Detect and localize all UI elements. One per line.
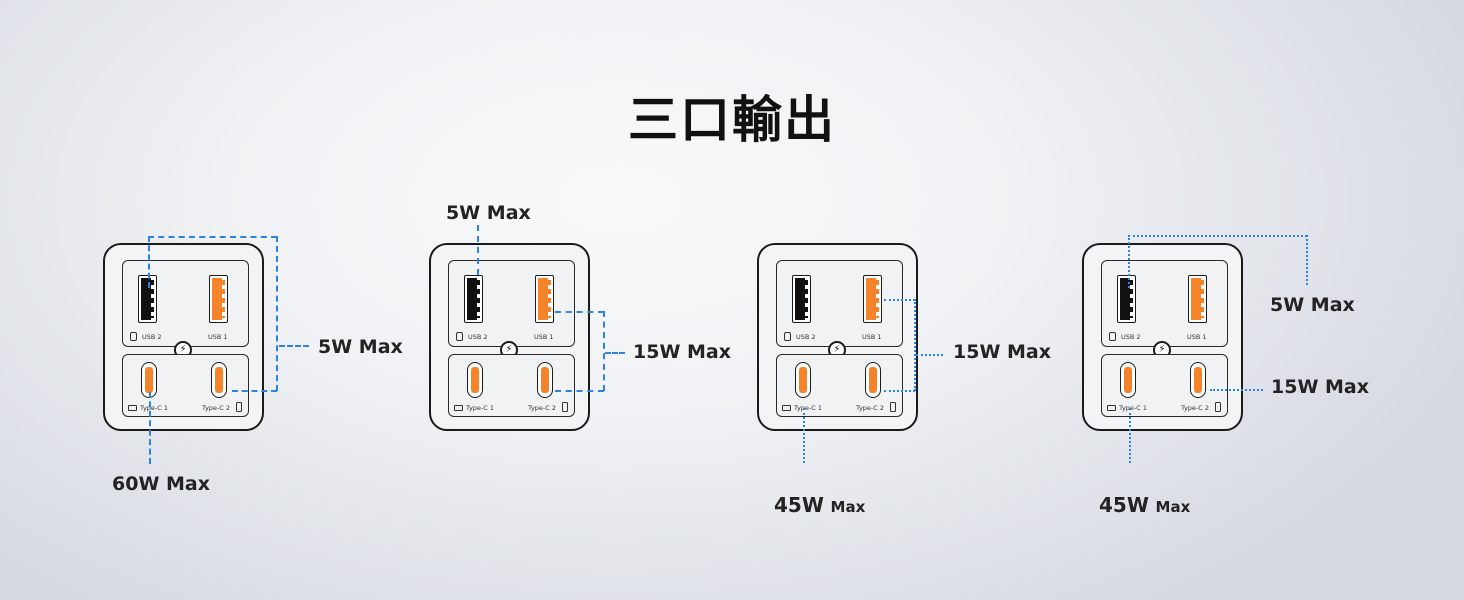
watch-icon — [456, 332, 463, 341]
watch-icon — [130, 332, 137, 341]
usb-a-panel: USB 2 USB 1 — [1101, 260, 1228, 347]
watch-icon — [1109, 332, 1116, 341]
output-label-15w: 15W Max — [953, 341, 1051, 363]
type-c-2-label: Type-C 2 — [856, 404, 885, 412]
charger-config-4: USB 2 USB 1 ⚡ Type-C 1 Type-C 2 — [1082, 243, 1243, 431]
phone-icon — [236, 402, 242, 412]
type-c-1-label: Type-C 1 — [1119, 404, 1148, 412]
output-label-5w: 5W Max — [446, 202, 531, 224]
connector-line — [1128, 235, 1130, 288]
type-c-2-port — [211, 362, 227, 398]
type-c-1-label: Type-C 1 — [466, 404, 495, 412]
connector-line — [148, 236, 150, 288]
connector-line — [477, 225, 479, 275]
connector-line — [555, 390, 604, 392]
type-c-1-port — [141, 362, 157, 398]
type-c-1-port — [795, 362, 811, 398]
type-c-1-label: Type-C 1 — [140, 404, 169, 412]
usb-a-panel: USB 2 USB 1 — [122, 260, 249, 347]
connector-line — [916, 354, 943, 356]
charger-config-3: USB 2 USB 1 ⚡ Type-C 1 Type-C 2 — [757, 243, 918, 431]
usb-2-port — [464, 275, 483, 323]
laptop-icon — [1107, 405, 1116, 411]
usb-2-label: USB 2 — [142, 333, 162, 341]
usb-a-panel: USB 2 USB 1 — [776, 260, 903, 347]
usb-c-panel: Type-C 1 Type-C 2 — [776, 354, 903, 417]
usb-1-label: USB 1 — [862, 333, 882, 341]
usb-a-panel: USB 2 USB 1 — [448, 260, 575, 347]
type-c-2-label: Type-C 2 — [1181, 404, 1210, 412]
output-label-5w: 5W Max — [318, 336, 403, 358]
charger-config-1: USB 2 USB 1 ⚡ Type-C 1 Type-C 2 — [103, 243, 264, 431]
usb-2-port — [792, 275, 811, 323]
usb-2-label: USB 2 — [468, 333, 488, 341]
page-title: 三口輸出 — [628, 91, 836, 149]
usb-2-port — [138, 275, 157, 323]
usb-1-port — [535, 275, 554, 323]
output-label-5w: 5W Max — [1270, 294, 1355, 316]
output-label-45w: 45W Max — [1099, 493, 1191, 517]
usb-1-port — [209, 275, 228, 323]
laptop-icon — [454, 405, 463, 411]
connector-line — [1128, 235, 1307, 237]
usb-2-port — [1117, 275, 1136, 323]
watch-icon — [784, 332, 791, 341]
connector-line — [1210, 389, 1263, 391]
type-c-1-port — [1120, 362, 1136, 398]
connector-line — [914, 299, 916, 391]
phone-icon — [562, 402, 568, 412]
connector-line — [149, 392, 151, 464]
usb-2-label: USB 2 — [796, 333, 816, 341]
type-c-2-port — [1190, 362, 1206, 398]
connector-line — [803, 408, 805, 463]
type-c-2-port — [865, 362, 881, 398]
connector-line — [555, 311, 604, 313]
connector-line — [603, 311, 605, 391]
usb-1-label: USB 1 — [534, 333, 554, 341]
output-label-15w: 15W Max — [1271, 376, 1369, 398]
usb-1-port — [863, 275, 882, 323]
usb-c-panel: Type-C 1 Type-C 2 — [448, 354, 575, 417]
output-label-15w: 15W Max — [633, 341, 731, 363]
usb-c-panel: Type-C 1 Type-C 2 — [1101, 354, 1228, 417]
connector-line — [148, 236, 277, 238]
phone-icon — [1215, 402, 1221, 412]
output-label-45w: 45W Max — [774, 493, 866, 517]
connector-line — [276, 236, 278, 391]
type-c-1-label: Type-C 1 — [794, 404, 823, 412]
laptop-icon — [128, 405, 137, 411]
usb-1-label: USB 1 — [208, 333, 228, 341]
usb-1-label: USB 1 — [1187, 333, 1207, 341]
connector-line — [1306, 235, 1308, 285]
connector-line — [279, 345, 309, 347]
output-label-60w: 60W Max — [112, 473, 210, 495]
usb-2-label: USB 2 — [1121, 333, 1141, 341]
connector-line — [605, 352, 625, 354]
type-c-2-label: Type-C 2 — [528, 404, 557, 412]
connector-line — [232, 390, 277, 392]
usb-c-panel: Type-C 1 Type-C 2 — [122, 354, 249, 417]
type-c-2-label: Type-C 2 — [202, 404, 231, 412]
charger-config-2: USB 2 USB 1 ⚡ Type-C 1 Type-C 2 — [429, 243, 590, 431]
connector-line — [1129, 408, 1131, 463]
usb-1-port — [1188, 275, 1207, 323]
type-c-2-port — [537, 362, 553, 398]
phone-icon — [890, 402, 896, 412]
connector-line — [884, 390, 915, 392]
connector-line — [884, 299, 915, 301]
type-c-1-port — [467, 362, 483, 398]
laptop-icon — [782, 405, 791, 411]
